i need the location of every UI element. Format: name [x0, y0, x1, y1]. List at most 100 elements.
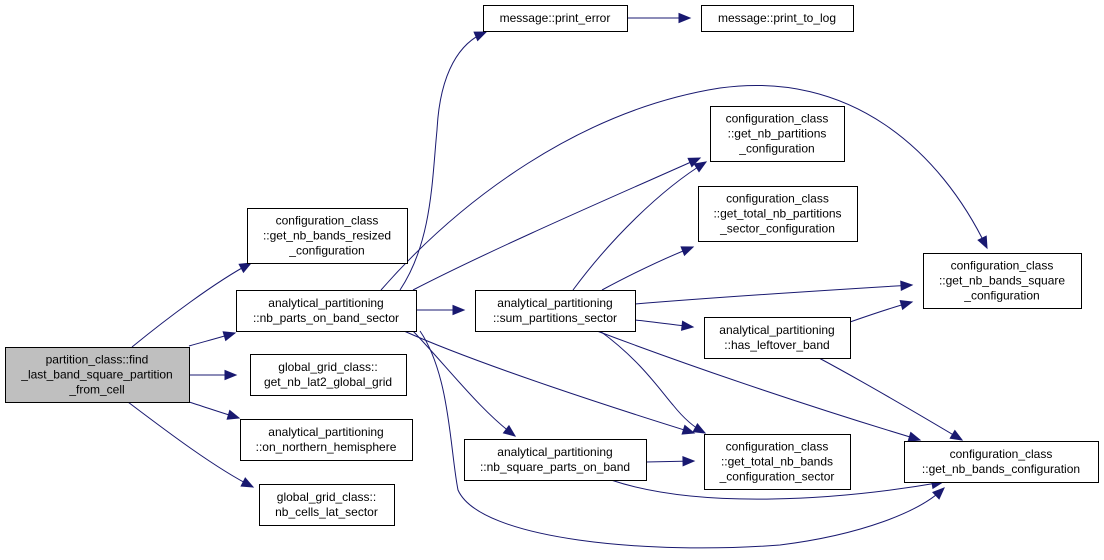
arrowhead: [473, 31, 488, 42]
node-label: analytical_partitioning: [268, 296, 383, 310]
node-box: [483, 5, 628, 32]
node-total_nb_partitions_sector[interactable]: configuration_class::get_total_nb_partit…: [698, 186, 858, 242]
edge-layer: [127, 12, 988, 549]
edge-sum_partitions_sector-to-total_nb_partitions_sector: [601, 246, 695, 291]
arrowhead: [949, 429, 964, 441]
edge-has_leftover_band-to-nb_bands_configuration: [818, 357, 964, 441]
node-box: [464, 439, 647, 481]
node-nb_parts_on_band_sector[interactable]: analytical_partitioning::nb_parts_on_ban…: [236, 290, 417, 332]
arrowhead: [687, 157, 702, 168]
node-box: [923, 253, 1082, 309]
node-sum_partitions_sector[interactable]: analytical_partitioning::sum_partitions_…: [475, 290, 636, 332]
node-label: configuration_class: [726, 440, 829, 454]
node-box: [236, 290, 417, 332]
edge-line: [412, 157, 701, 291]
node-label: nb_cells_lat_sector: [275, 505, 378, 519]
edge-line: [399, 31, 487, 291]
node-nb_bands_configuration[interactable]: configuration_class::get_nb_bands_config…: [904, 441, 1099, 483]
node-label: _configuration: [963, 289, 1039, 303]
node-label: configuration_class: [951, 259, 1054, 273]
node-box: [704, 434, 851, 490]
node-on_northern_hemisphere[interactable]: analytical_partitioning::on_northern_hem…: [240, 419, 413, 461]
node-total_nb_bands_sector[interactable]: configuration_class::get_total_nb_bands_…: [704, 434, 851, 490]
node-print_to_log[interactable]: message::print_to_log: [701, 5, 854, 32]
node-print_error[interactable]: message::print_error: [483, 5, 628, 32]
node-nb_partitions_configuration[interactable]: configuration_class::get_nb_partitions_c…: [710, 106, 845, 162]
edge-sum_partitions_sector-to-has_leftover_band: [634, 319, 695, 331]
node-label: _sector_configuration: [719, 222, 835, 236]
node-root[interactable]: partition_class::find_last_band_square_p…: [5, 347, 190, 403]
node-label: _configuration_sector: [719, 470, 835, 484]
node-nb_square_parts_on_band[interactable]: analytical_partitioning::nb_square_parts…: [464, 439, 647, 481]
arrowhead: [680, 246, 695, 257]
edge-root-to-on_northern_hemisphere: [188, 401, 241, 420]
arrowhead: [681, 424, 696, 435]
edge-nb_parts_on_band_sector-to-nb_bands_configuration: [419, 330, 945, 549]
node-box: [710, 106, 845, 162]
edge-nb_parts_on_band_sector-to-total_nb_bands_sector: [403, 330, 696, 435]
arrowhead: [932, 487, 945, 500]
node-label: message::print_error: [500, 11, 611, 25]
edge-sum_partitions_sector-to-nb_bands_square: [634, 280, 914, 305]
node-label: ::get_total_nb_bands: [721, 455, 833, 469]
node-box: [240, 419, 413, 461]
arrowhead: [907, 431, 922, 442]
node-box: [250, 354, 407, 396]
node-label: configuration_class: [276, 214, 379, 228]
node-box: [247, 208, 408, 264]
edge-sum_partitions_sector-to-nb_partitions_configuration: [572, 161, 708, 291]
arrowhead: [226, 409, 241, 420]
node-box: [698, 186, 858, 242]
node-label: message::print_to_log: [718, 11, 836, 25]
node-box: [904, 441, 1099, 483]
edge-root-to-nb_cells_lat_sector: [127, 401, 255, 488]
node-box: [5, 347, 190, 403]
edge-line: [596, 330, 921, 441]
node-label: ::get_nb_partitions: [728, 127, 827, 141]
edge-sum_partitions_sector-to-nb_bands_configuration: [596, 330, 922, 442]
edge-line: [599, 330, 706, 434]
node-label: get_nb_lat2_global_grid: [264, 375, 392, 389]
arrowhead: [502, 424, 517, 437]
node-label: ::get_nb_bands_square: [939, 274, 1065, 288]
edge-line: [131, 262, 252, 348]
node-box: [259, 484, 395, 526]
node-nb_cells_lat_sector[interactable]: global_grid_class::nb_cells_lat_sector: [259, 484, 395, 526]
edge-root-to-nb_lat2_global_grid: [189, 369, 238, 381]
node-nb_bands_resized[interactable]: configuration_class::get_nb_bands_resize…: [247, 208, 408, 264]
edge-line: [601, 246, 694, 291]
node-label: configuration_class: [726, 192, 829, 206]
arrowhead: [240, 477, 255, 488]
edge-line: [610, 479, 944, 500]
node-label: ::nb_square_parts_on_band: [480, 460, 630, 474]
node-label: configuration_class: [950, 447, 1053, 461]
arrowhead: [899, 300, 914, 311]
node-label: ::get_nb_bands_configuration: [922, 462, 1080, 476]
arrowhead: [977, 235, 988, 250]
node-label: _last_band_square_partition: [20, 368, 172, 382]
node-layer: partition_class::find_last_band_square_p…: [5, 5, 1099, 526]
arrowhead: [452, 304, 466, 316]
arrowhead: [692, 422, 707, 434]
node-label: partition_class::find: [46, 353, 149, 367]
edge-nb_parts_on_band_sector-to-nb_bands_square: [380, 84, 988, 291]
edge-line: [818, 357, 963, 441]
edge-root-to-nb_parts_on_band_sector: [188, 331, 237, 347]
node-has_leftover_band[interactable]: analytical_partitioning::has_leftover_ba…: [704, 317, 851, 359]
node-label: ::on_northern_hemisphere: [256, 440, 397, 454]
edge-line: [380, 84, 988, 291]
node-nb_lat2_global_grid[interactable]: global_grid_class::get_nb_lat2_global_gr…: [250, 354, 407, 396]
edge-line: [127, 401, 254, 488]
edge-line: [403, 330, 695, 434]
node-nb_bands_square[interactable]: configuration_class::get_nb_bands_square…: [923, 253, 1082, 309]
node-label: ::get_nb_bands_resized: [263, 229, 391, 243]
arrowhead: [238, 262, 253, 274]
arrowhead: [680, 320, 695, 331]
arrowhead: [678, 12, 692, 24]
node-label: ::nb_parts_on_band_sector: [253, 311, 399, 325]
arrowhead: [693, 161, 708, 173]
arrowhead: [224, 369, 238, 381]
arrowhead: [222, 331, 237, 342]
node-box: [704, 317, 851, 359]
